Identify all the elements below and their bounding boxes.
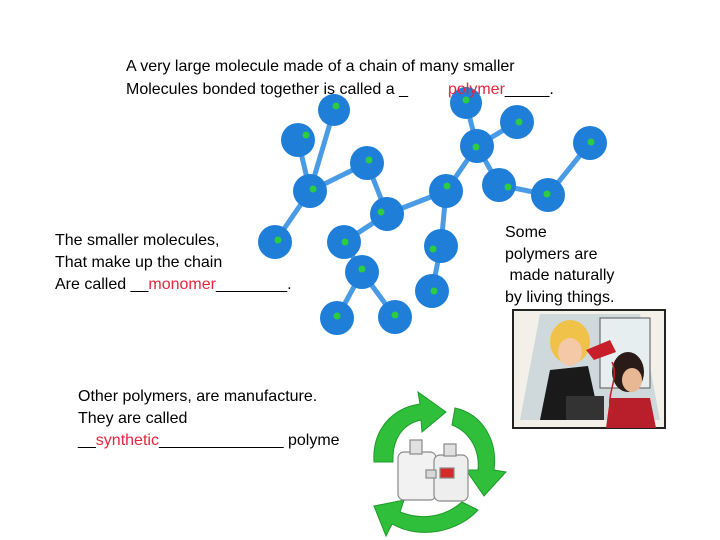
question3-line2: They are called — [78, 410, 188, 427]
question1-gap — [408, 81, 448, 98]
natural-note-line4: by living things. — [505, 289, 615, 306]
question1-prefix: Molecules bonded together is called a _ — [126, 81, 408, 98]
atom-node — [281, 123, 315, 157]
atom-node — [350, 146, 384, 180]
atom-node — [429, 174, 463, 208]
question3-answer: synthetic — [95, 432, 159, 449]
natural-note-line3: made naturally — [505, 267, 615, 284]
atom-node — [258, 225, 292, 259]
question3-line1: Other polymers, are manufacture. — [78, 388, 318, 405]
question3-suffix: ______________ polyme — [158, 432, 340, 449]
atom-node — [293, 174, 327, 208]
question2-line3: Are called __monomer________. — [55, 274, 292, 295]
question1-answer: polymer — [447, 81, 505, 98]
question2-suffix: ________. — [215, 276, 292, 293]
question1-line1: A very large molecule made of a chain of… — [126, 58, 515, 75]
natural-note-line2: polymers are — [505, 246, 598, 263]
question2-line1: The smaller molecules, — [55, 232, 220, 249]
plastic-bottles-icon — [397, 439, 469, 502]
atom-node — [318, 94, 350, 126]
question2-prefix: Are called __ — [55, 276, 149, 293]
atom-node — [424, 229, 458, 263]
question3-line3: __synthetic______________ polyme — [78, 430, 340, 451]
question2-answer: monomer — [148, 276, 216, 293]
question1-line2: Molecules bonded together is called a _ … — [126, 79, 554, 100]
atom-node — [370, 197, 404, 231]
question2-line2: That make up the chain — [55, 254, 223, 271]
atom-node — [482, 168, 516, 202]
natural-note-line1: Some — [505, 224, 547, 241]
question1-suffix: _____. — [504, 81, 554, 98]
question3-prefix: __ — [78, 432, 96, 449]
